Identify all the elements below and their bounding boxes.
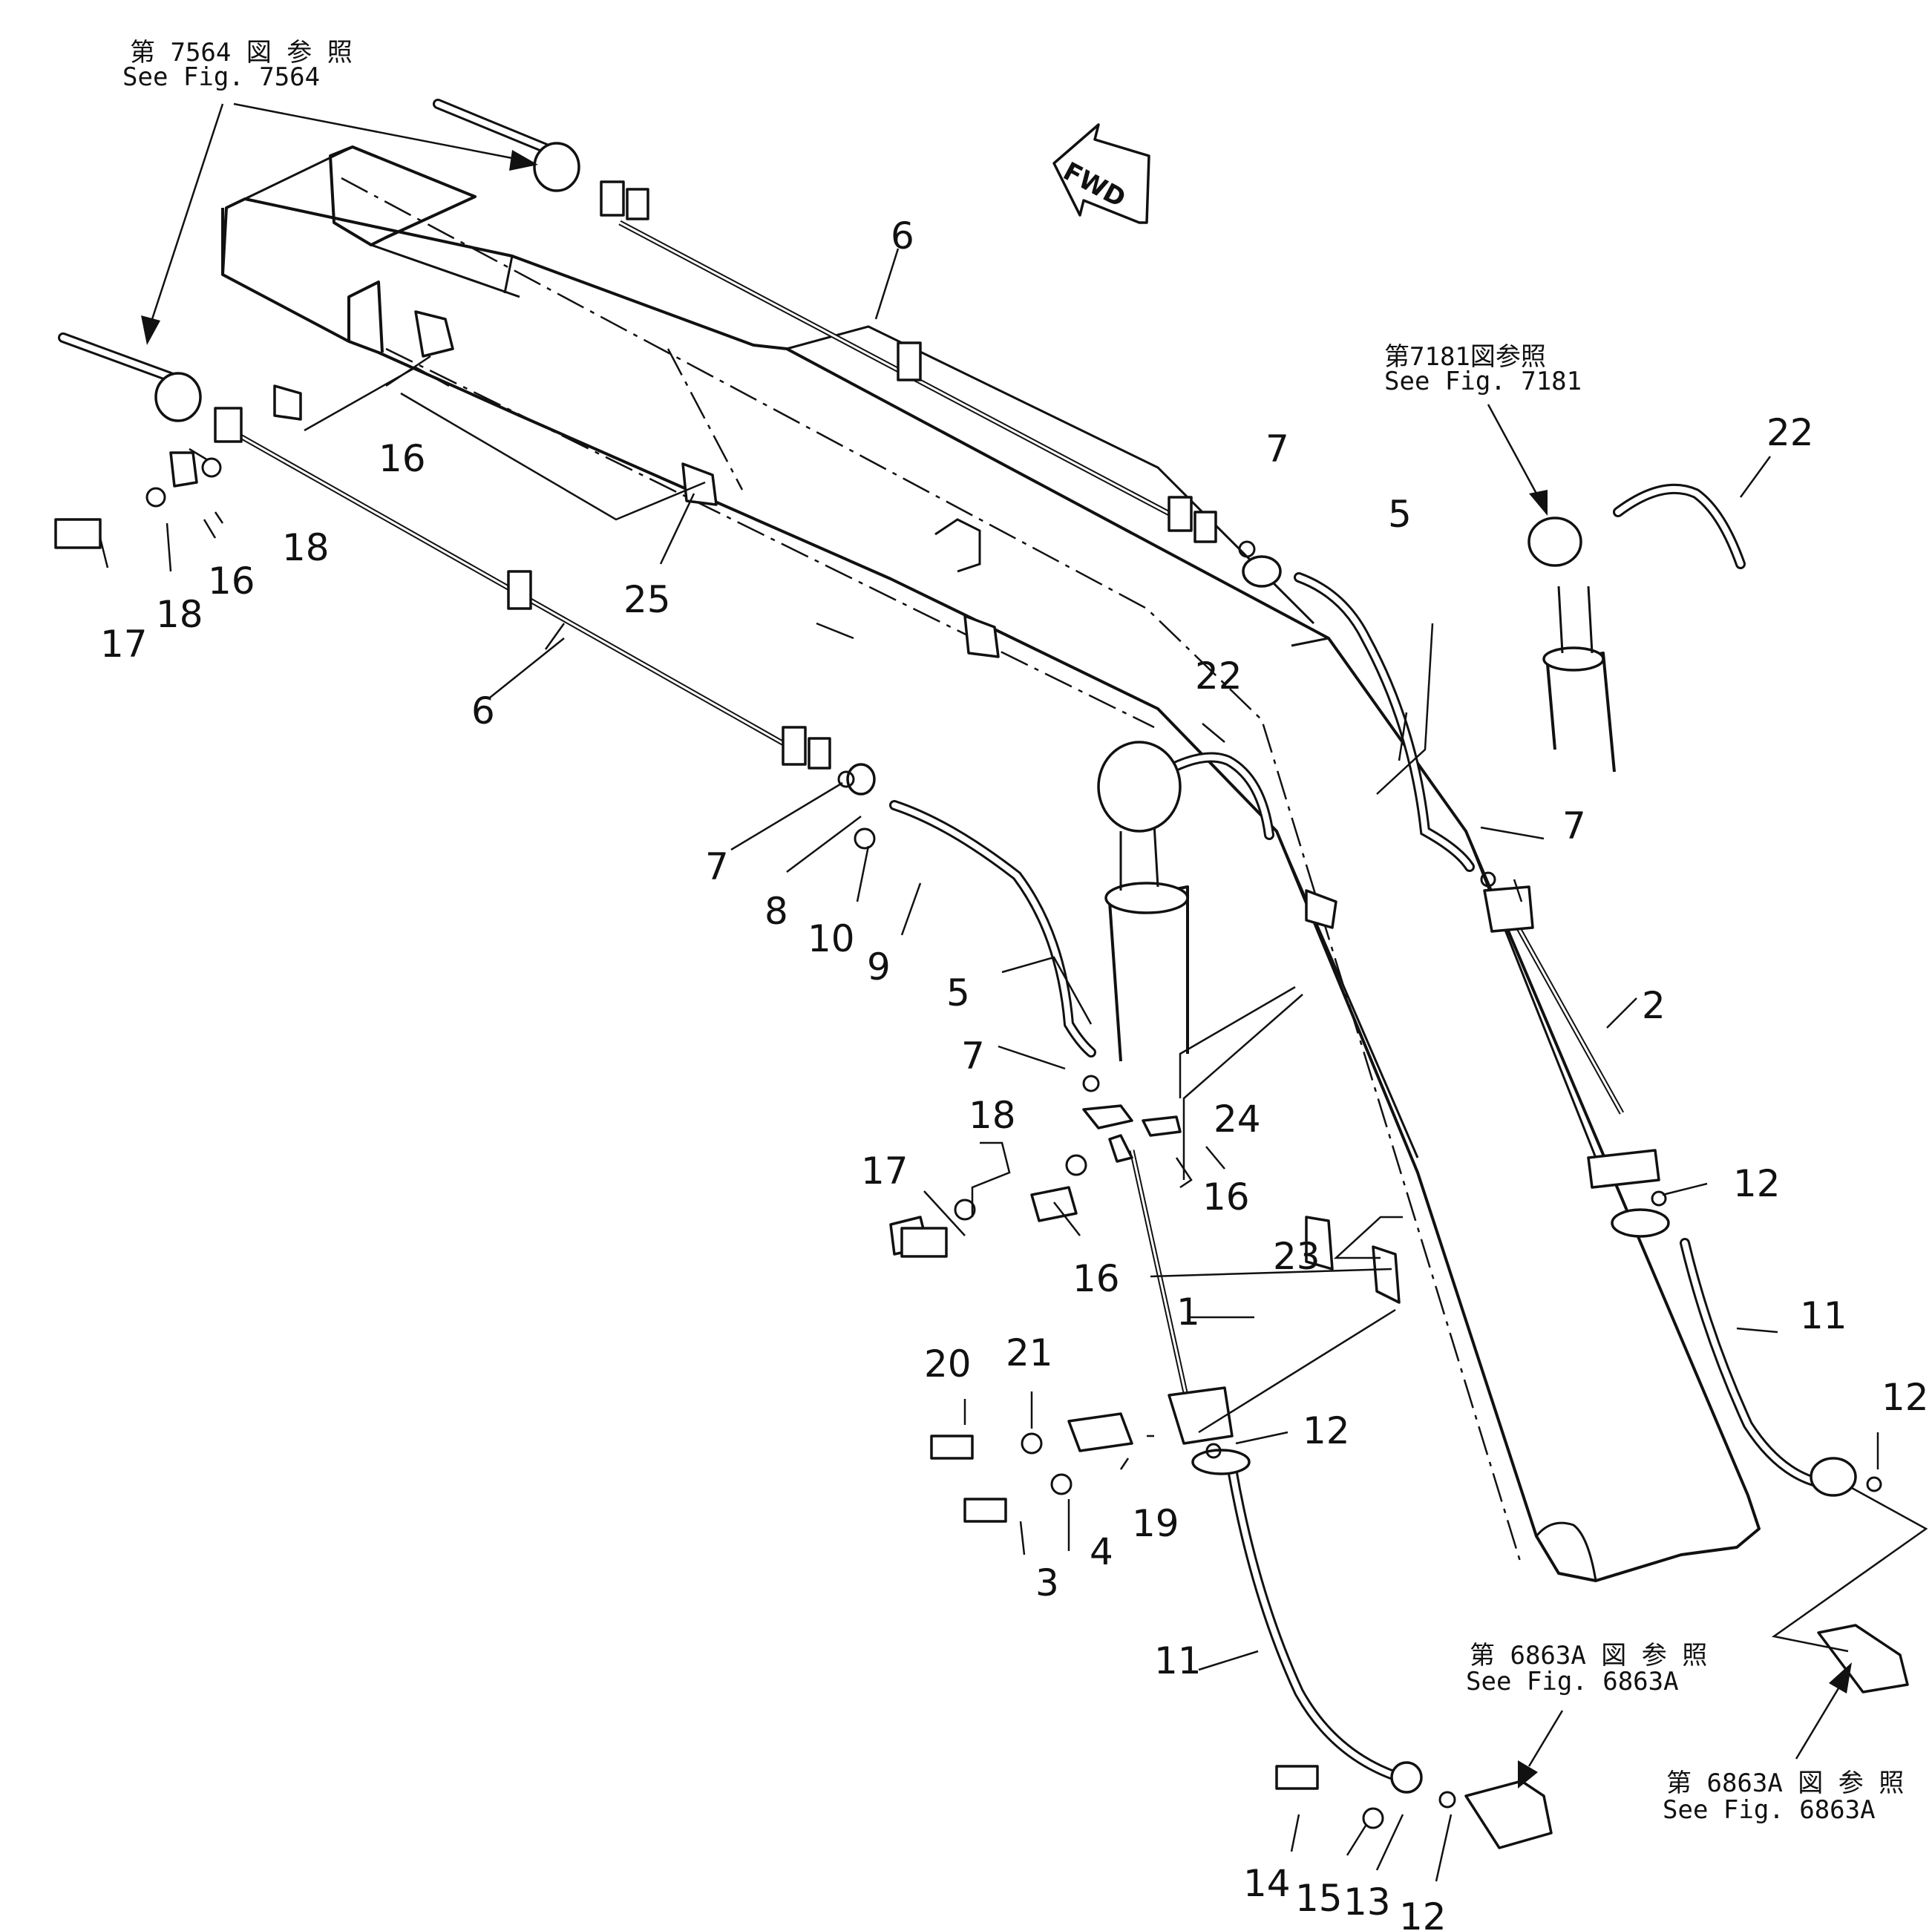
reference-labels: 第 7564 図 参 照 See Fig. 7564 第7181図参照 See … [122, 38, 1904, 1825]
callout-24: 24 [1214, 1098, 1261, 1141]
callout-22-center: 22 [1195, 655, 1242, 698]
ref-6863a-en-2: See Fig. 6863A [1663, 1795, 1876, 1825]
callout-8: 8 [764, 890, 788, 933]
callout-23: 23 [1273, 1235, 1320, 1278]
hose-22-right [1613, 483, 1746, 569]
reference-arrows [141, 102, 1928, 1789]
callout-16-b: 16 [208, 560, 255, 603]
washers [145, 457, 1882, 1829]
hose-22-center [1153, 752, 1274, 840]
callout-5-lower: 5 [946, 971, 970, 1014]
callout-18-a: 18 [282, 526, 330, 569]
hose-line-7564-lower [58, 332, 180, 384]
callout-18-c: 18 [969, 1094, 1016, 1137]
callout-6-upper: 6 [891, 214, 914, 258]
small-parts [54, 142, 1909, 1849]
ref-6863a-jp-1: 第 6863A 図 参 照 [1470, 1641, 1707, 1671]
callout-18-b: 18 [156, 593, 203, 636]
hose-5-upper [1294, 572, 1475, 872]
callout-14: 14 [1243, 1862, 1291, 1905]
hose-11-lower [1227, 1464, 1412, 1785]
callout-5-upper: 5 [1388, 493, 1412, 536]
callout-15: 15 [1295, 1877, 1343, 1920]
callout-16-d: 16 [1073, 1257, 1120, 1300]
leader-lines [99, 248, 1879, 1882]
callout-17-b: 17 [861, 1150, 908, 1193]
callout-19: 19 [1132, 1502, 1179, 1545]
callout-4: 4 [1090, 1530, 1113, 1573]
callout-16-c: 16 [1202, 1176, 1250, 1219]
ref-6863a-en-1: See Fig. 6863A [1466, 1667, 1679, 1696]
callout-10: 10 [808, 917, 855, 960]
callout-21: 21 [1006, 1331, 1053, 1374]
pipe-2 [1511, 919, 1625, 1115]
hose-11-right [1680, 1238, 1831, 1489]
callout-12-c: 12 [1303, 1409, 1350, 1452]
ref-7181-jp: 第7181図参照 [1384, 342, 1546, 372]
callout-6-lower: 6 [471, 689, 495, 732]
callout-22-right: 22 [1766, 411, 1814, 454]
ref-6863a-jp-2: 第 6863A 図 参 照 [1666, 1768, 1904, 1798]
callout-11-lower: 11 [1154, 1639, 1202, 1682]
fwd-arrow: FWD [1052, 123, 1150, 224]
callout-labels: 1 2 3 4 5 5 6 6 7 7 7 7 8 9 10 11 11 12 … [100, 214, 1929, 1931]
callout-9: 9 [867, 945, 891, 989]
boom-body [221, 145, 1761, 1582]
callout-2: 2 [1642, 984, 1666, 1027]
callout-11-right: 11 [1800, 1294, 1847, 1337]
ref-7181-en: See Fig. 7181 [1384, 367, 1582, 396]
hose-5-lower [889, 800, 1096, 1058]
callout-25: 25 [623, 578, 671, 621]
callout-1: 1 [1176, 1291, 1200, 1334]
callout-16-a: 16 [379, 437, 426, 480]
callout-20: 20 [924, 1342, 972, 1386]
callout-17-a: 17 [100, 623, 148, 666]
cylinder-right [1527, 517, 1616, 773]
callout-7-a: 7 [1265, 427, 1289, 471]
callout-13: 13 [1343, 1881, 1391, 1924]
callout-12-b: 12 [1882, 1376, 1929, 1419]
callout-7-b: 7 [1562, 804, 1586, 848]
callout-7-c: 7 [705, 845, 729, 888]
ref-7564-en: See Fig. 7564 [122, 62, 320, 92]
callout-12-a: 12 [1733, 1162, 1781, 1205]
callout-12-d: 12 [1399, 1895, 1447, 1931]
cylinder-center [1097, 741, 1189, 1062]
callout-7-d: 7 [961, 1035, 985, 1078]
callout-3: 3 [1035, 1561, 1059, 1604]
ref-7564-jp: 第 7564 図 参 照 [130, 38, 353, 68]
